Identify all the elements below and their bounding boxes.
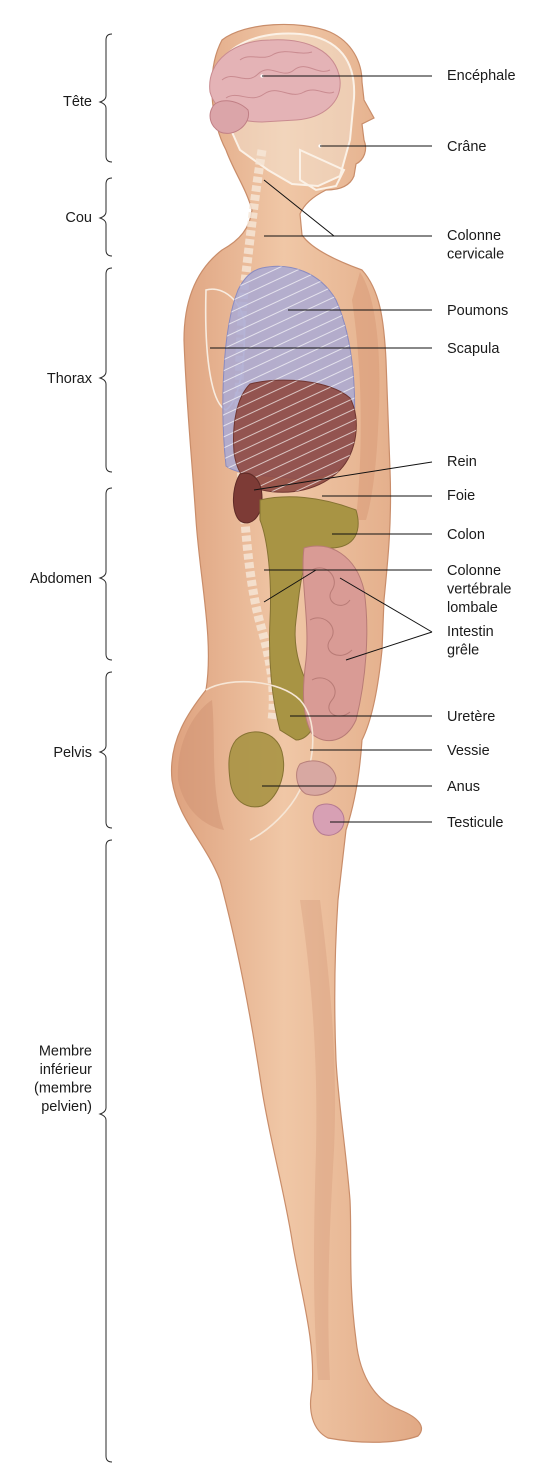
label-line: Vessie: [447, 743, 490, 759]
testicle: [313, 804, 344, 835]
organ-label-vessie: Vessie: [447, 743, 490, 759]
label-line: Anus: [447, 779, 480, 795]
brace-tete: [100, 34, 112, 162]
organ-labels: Encéphale Crâne Colonne cervicale Poumons…: [447, 68, 516, 831]
region-label-tete: Tête: [63, 94, 92, 110]
label-line: grêle: [447, 643, 479, 659]
organ-label-testicule: Testicule: [447, 815, 503, 831]
label-line: lombale: [447, 600, 498, 616]
brace-thorax: [100, 268, 112, 472]
region-label-abdomen: Abdomen: [30, 571, 92, 587]
organ-label-rein: Rein: [447, 454, 477, 470]
label-line: Uretère: [447, 709, 495, 725]
region-label-membre: Membre inférieur (membre pelvien): [34, 1043, 92, 1115]
organ-label-colon: Colon: [447, 527, 485, 543]
label-line: Abdomen: [30, 571, 92, 587]
label-line: Crâne: [447, 139, 487, 155]
label-line: Pelvis: [53, 745, 92, 761]
organ-label-encephale: Encéphale: [447, 68, 516, 84]
organ-label-colonne-cervicale: Colonne cervicale: [447, 228, 504, 263]
label-line: cervicale: [447, 247, 504, 263]
label-line: Thorax: [47, 371, 93, 387]
organ-label-anus: Anus: [447, 779, 480, 795]
organ-label-foie: Foie: [447, 488, 475, 504]
label-line: (membre: [34, 1080, 92, 1096]
label-line: Testicule: [447, 815, 503, 831]
label-line: Intestin: [447, 624, 494, 640]
organ-label-uretere: Uretère: [447, 709, 495, 725]
label-line: Scapula: [447, 341, 500, 357]
organ-label-colonne-vertebrale: Colonne vertébrale lombale: [447, 563, 511, 616]
label-line: Colon: [447, 527, 485, 543]
label-line: Membre: [39, 1043, 92, 1059]
small-intestine: [303, 546, 367, 741]
brace-membre: [100, 840, 112, 1462]
organ-label-poumons: Poumons: [447, 303, 508, 319]
organ-label-intestin: Intestin grêle: [447, 624, 494, 659]
region-label-pelvis: Pelvis: [53, 745, 92, 761]
label-line: Poumons: [447, 303, 508, 319]
label-line: vertébrale: [447, 582, 511, 598]
label-line: Encéphale: [447, 68, 516, 84]
label-line: Rein: [447, 454, 477, 470]
brace-abdomen: [100, 488, 112, 660]
kidney: [233, 473, 262, 523]
label-line: Colonne: [447, 228, 501, 244]
region-labels: Tête Cou Thorax Abdomen Pelvis Membre inf…: [30, 94, 93, 1115]
region-label-thorax: Thorax: [47, 371, 93, 387]
brace-pelvis: [100, 672, 112, 828]
label-line: inférieur: [40, 1062, 93, 1078]
region-label-cou: Cou: [65, 210, 92, 226]
organ-label-scapula: Scapula: [447, 341, 500, 357]
organ-label-crane: Crâne: [447, 139, 487, 155]
label-line: pelvien): [41, 1099, 92, 1115]
region-braces: [100, 34, 112, 1462]
brace-cou: [100, 178, 112, 256]
label-line: Foie: [447, 488, 475, 504]
label-line: Tête: [63, 94, 92, 110]
label-line: Cou: [65, 210, 92, 226]
label-line: Colonne: [447, 563, 501, 579]
